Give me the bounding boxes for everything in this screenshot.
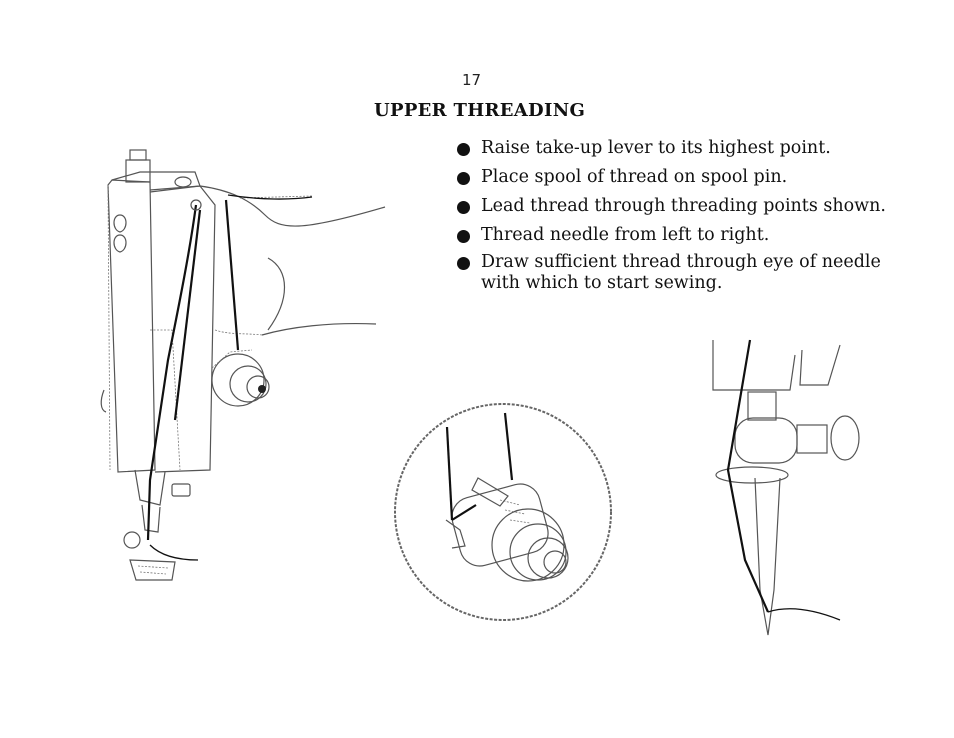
instruction-item: Draw sufficient thread through eye of ne…: [457, 252, 897, 294]
instruction-item: Raise take-up lever to its highest point…: [457, 138, 897, 159]
sewing-machine-head-illustration: [100, 149, 386, 581]
bullet-icon: [457, 257, 470, 270]
bullet-icon: [457, 201, 470, 214]
instruction-item: Lead thread through threading points sho…: [457, 196, 897, 217]
bullet-icon: [457, 143, 470, 156]
page-number: 17: [462, 71, 482, 89]
page-title: UPPER THREADING: [374, 100, 586, 121]
instruction-list: Raise take-up lever to its highest point…: [457, 138, 897, 302]
tension-dial-detail-illustration: [394, 403, 612, 621]
instruction-item: Thread needle from left to right.: [457, 225, 897, 246]
instruction-item: Place spool of thread on spool pin.: [457, 167, 897, 188]
needle-threading-detail-illustration: [712, 339, 860, 636]
bullet-icon: [457, 230, 470, 243]
bullet-icon: [457, 172, 470, 185]
